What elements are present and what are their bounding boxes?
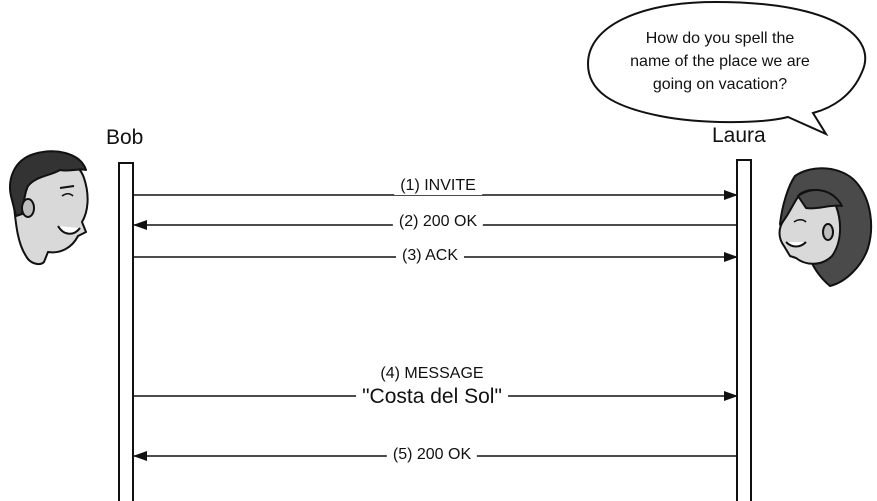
speech-bubble-line: going on vacation?: [652, 76, 788, 93]
bob-lifeline: [118, 162, 134, 501]
laura-lifeline: [736, 159, 752, 501]
speech-bubble-text: How do you spell the name of the place w…: [598, 27, 842, 96]
speech-bubble: [586, 0, 867, 137]
message-2-label: (2) 200 OK: [392, 213, 484, 231]
message-1-label: (1) INVITE: [394, 177, 482, 195]
bob-face-icon: [9, 150, 89, 265]
message-4-body: "Costa del Sol": [356, 385, 508, 409]
bob-name: Bob: [106, 126, 144, 149]
laura-name: Laura: [712, 124, 766, 147]
message-4-label: (4) MESSAGE: [374, 365, 490, 383]
speech-bubble-line: name of the place we are: [630, 53, 810, 70]
speech-bubble-line: How do you spell the: [645, 30, 795, 47]
message-5-label: (5) 200 OK: [386, 446, 478, 464]
laura-face-icon: [778, 167, 873, 287]
message-3-label: (3) ACK: [395, 247, 465, 265]
